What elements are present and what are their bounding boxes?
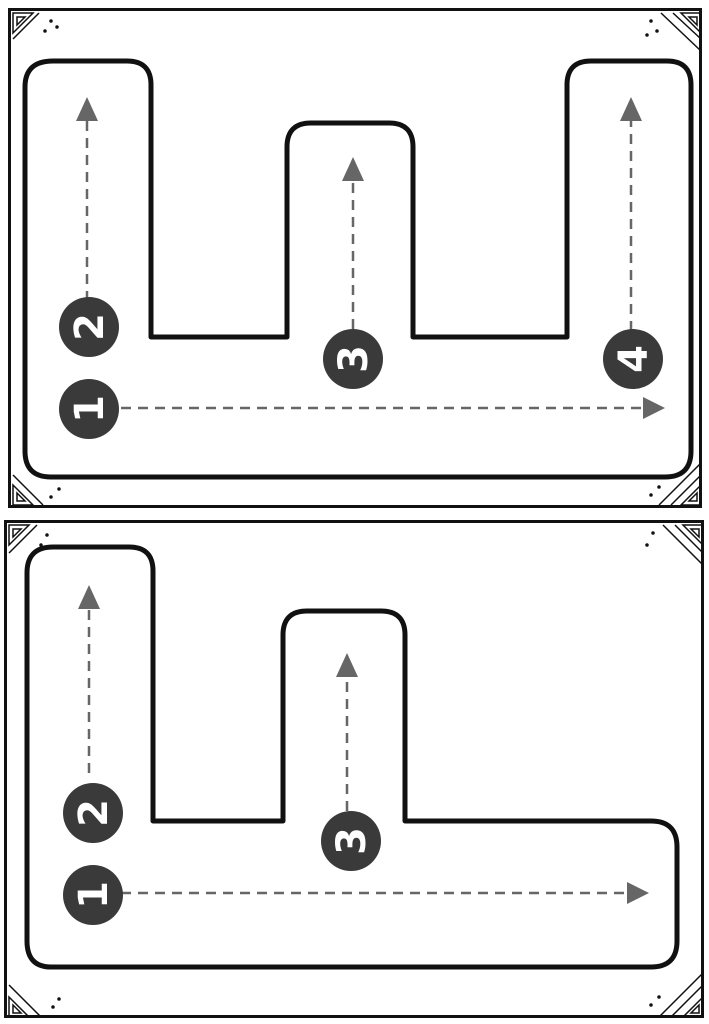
arrow-head-up-icon [336, 653, 358, 677]
svg-text:2: 2 [71, 799, 117, 827]
svg-text:1: 1 [67, 395, 113, 423]
card-2-drawing: 1 2 3 [8, 524, 704, 1018]
corner-ornament-icon [649, 462, 702, 506]
corner-ornament-icon [12, 12, 59, 40]
arrow-head-right-icon [643, 397, 665, 419]
svg-text:4: 4 [611, 345, 657, 373]
step-badge-1: 1 [63, 865, 123, 925]
tracing-card-2: 1 2 3 [4, 520, 704, 1018]
arrow-head-up-icon [78, 585, 100, 609]
step-badge-3: 3 [323, 329, 383, 389]
tracing-card-1: 1 2 3 4 [8, 8, 702, 508]
corner-ornament-icon [649, 972, 704, 1018]
arrow-head-up-icon [342, 157, 364, 181]
step-badge-4: 4 [603, 329, 663, 389]
corner-ornament-icon [8, 984, 61, 1018]
svg-text:1: 1 [71, 881, 117, 909]
step-badge-1: 1 [59, 379, 119, 439]
step-badge-2: 2 [63, 783, 123, 843]
corner-ornament-icon [12, 474, 61, 506]
svg-text:3: 3 [329, 827, 375, 855]
step-badge-3: 3 [321, 811, 381, 871]
arrow-head-right-icon [627, 882, 649, 904]
arrow-head-up-icon [76, 97, 98, 121]
trace-outline [22, 58, 694, 480]
trace-outline [24, 544, 680, 970]
corner-ornament-icon [8, 524, 49, 554]
step-badge-2: 2 [59, 297, 119, 357]
corner-ornament-icon [645, 12, 702, 52]
svg-text:3: 3 [331, 345, 377, 373]
card-1-drawing: 1 2 3 4 [12, 12, 702, 506]
svg-text:2: 2 [67, 313, 113, 341]
corner-ornament-icon [645, 524, 704, 566]
arrow-head-up-icon [620, 97, 642, 121]
